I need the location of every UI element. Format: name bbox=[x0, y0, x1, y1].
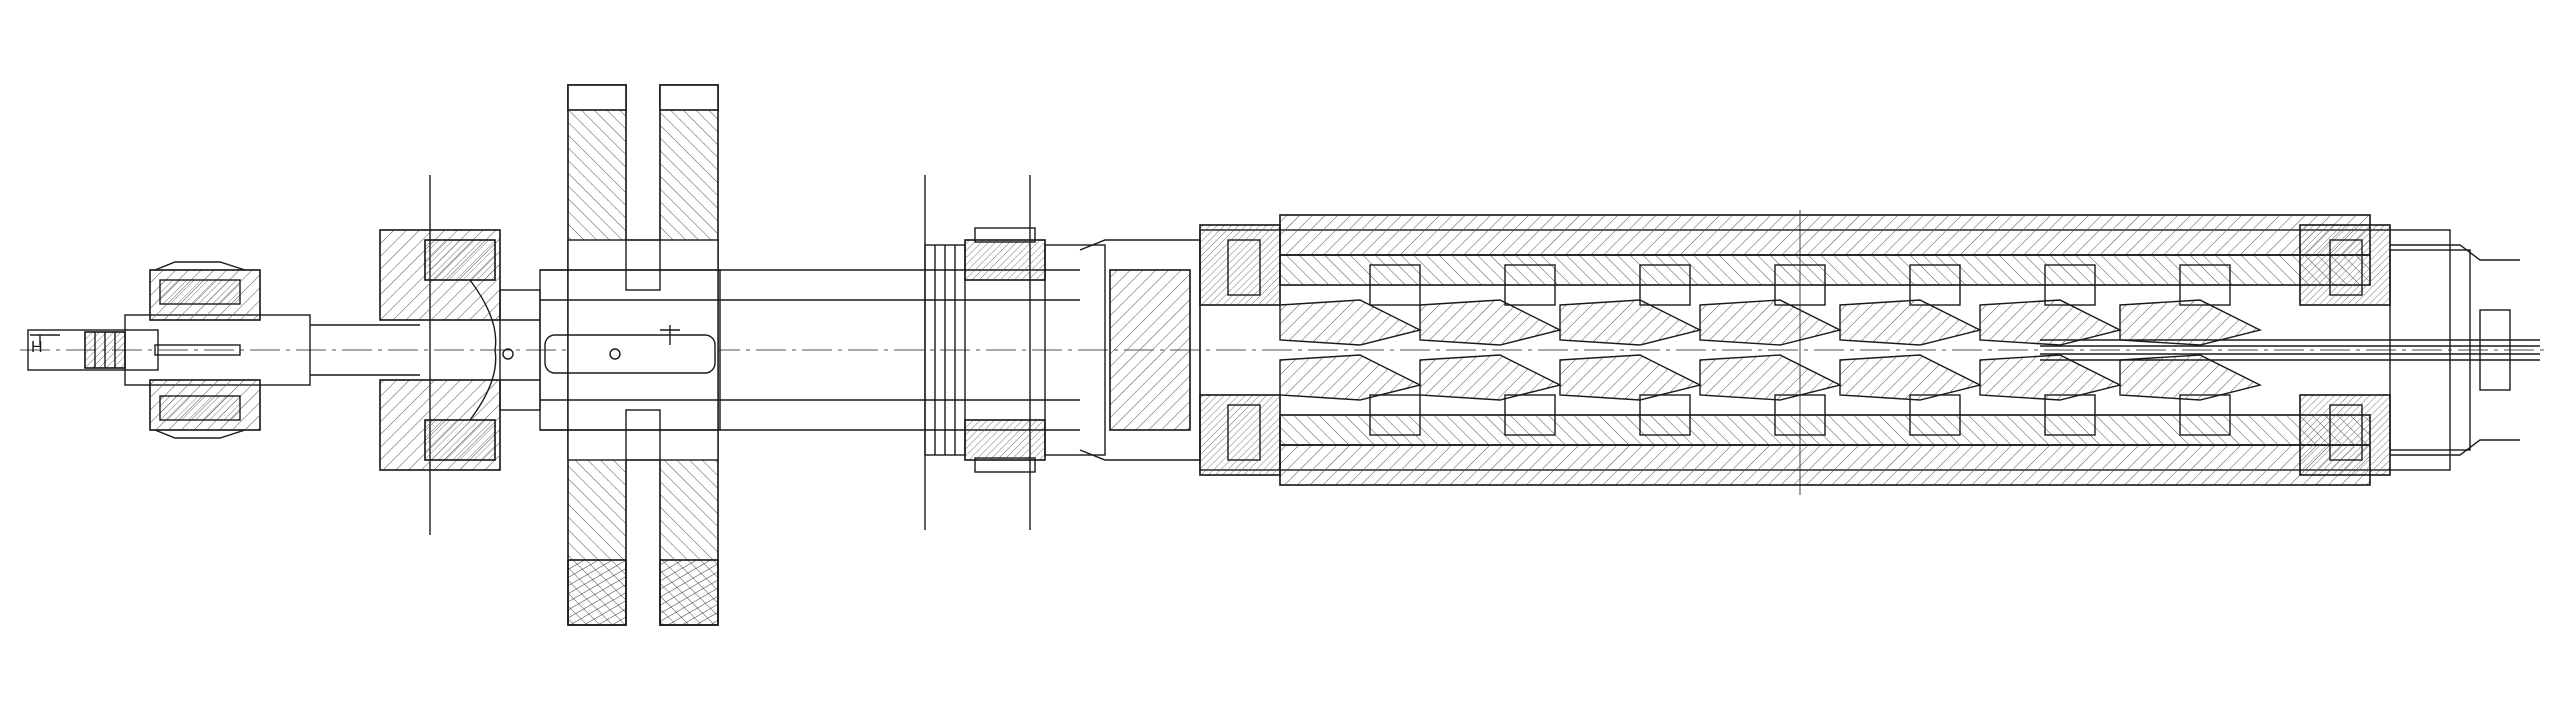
bearing-block-1 bbox=[379, 175, 541, 535]
dimension-mark: H bbox=[31, 339, 43, 356]
bearing-block-2 bbox=[924, 175, 1201, 530]
gear-pair bbox=[539, 84, 721, 626]
roller-end-caps bbox=[1199, 224, 2391, 476]
right-shaft-exit bbox=[2040, 244, 2540, 456]
screw-flights bbox=[1279, 299, 2263, 401]
left-bearing-housing bbox=[124, 261, 420, 439]
roller-body bbox=[1199, 210, 2451, 495]
left-shaft-end: H bbox=[27, 329, 159, 371]
